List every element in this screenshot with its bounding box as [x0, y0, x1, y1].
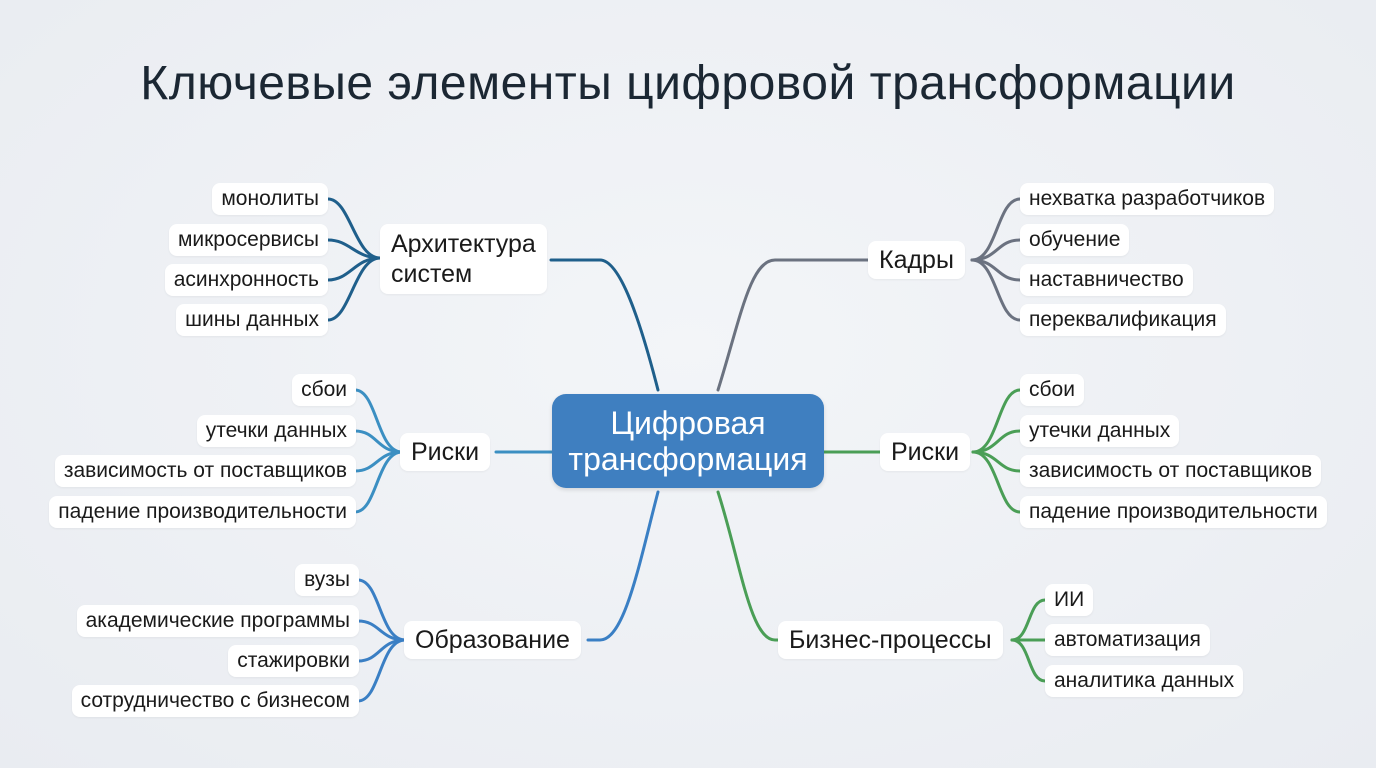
- branch-risks-left[interactable]: Риски: [400, 433, 491, 471]
- leaf-staff-4[interactable]: переквалификация: [1020, 304, 1226, 336]
- link-center-education: [586, 490, 660, 642]
- link-business-leaf-3: [1010, 638, 1047, 683]
- branch-risks-right[interactable]: Риски: [880, 433, 971, 471]
- links-education: [356, 490, 660, 703]
- center-node-line-1: Цифровая: [610, 405, 766, 441]
- branch-architecture-line-1: Архитектура: [391, 230, 536, 258]
- center-node-line-2: трансформация: [568, 441, 808, 477]
- leaf-business-2[interactable]: автоматизация: [1045, 624, 1210, 656]
- link-risks-left-leaf-4: [353, 450, 404, 514]
- leaf-risks-right-1[interactable]: сбои: [1020, 374, 1084, 406]
- leaf-architecture-2[interactable]: микросервисы: [168, 224, 328, 256]
- leaf-architecture-3[interactable]: асинхронность: [164, 264, 328, 296]
- branch-business[interactable]: Бизнес-процессы: [778, 621, 1003, 659]
- leaf-architecture-1[interactable]: монолиты: [212, 183, 328, 215]
- link-staff-leaf-4: [970, 258, 1022, 322]
- leaf-business-3[interactable]: аналитика данных: [1045, 665, 1244, 697]
- leaf-business-1[interactable]: ИИ: [1045, 584, 1094, 616]
- leaf-staff-1[interactable]: нехватка разработчиков: [1020, 183, 1275, 215]
- leaf-education-1[interactable]: вузы: [295, 564, 359, 596]
- leaf-risks-left-2[interactable]: утечки данных: [196, 415, 356, 447]
- leaf-risks-left-4[interactable]: падение производительности: [49, 496, 356, 528]
- leaf-staff-2[interactable]: обучение: [1020, 224, 1130, 256]
- leaf-education-4[interactable]: сотрудничество с бизнесом: [71, 685, 359, 717]
- center-node[interactable]: Цифровая трансформация: [552, 394, 824, 488]
- leaf-architecture-4[interactable]: шины данных: [176, 304, 328, 336]
- leaf-risks-right-3[interactable]: зависимость от поставщиков: [1020, 455, 1322, 487]
- leaf-risks-right-4[interactable]: падение производительности: [1020, 496, 1327, 528]
- links-business: [716, 490, 1047, 683]
- leaf-staff-3[interactable]: наставничество: [1020, 264, 1193, 296]
- links-risks-left: [353, 388, 554, 514]
- links-architecture: [326, 197, 660, 392]
- branch-education[interactable]: Образование: [404, 621, 581, 659]
- leaf-risks-left-3[interactable]: зависимость от поставщиков: [54, 455, 356, 487]
- leaf-education-2[interactable]: академические программы: [76, 605, 359, 637]
- branch-staff[interactable]: Кадры: [868, 241, 965, 279]
- leaf-risks-right-2[interactable]: утечки данных: [1020, 415, 1180, 447]
- link-center-staff: [716, 258, 870, 392]
- link-risks-right-leaf-4: [971, 450, 1022, 514]
- links-risks-right: [822, 388, 1022, 514]
- link-education-leaf-4: [356, 638, 407, 703]
- link-architecture-leaf-4: [326, 256, 382, 322]
- branch-architecture-line-2: систем: [391, 260, 473, 288]
- link-business-leaf-1: [1010, 598, 1047, 642]
- leaf-risks-left-1[interactable]: сбои: [292, 374, 356, 406]
- links-staff: [716, 197, 1022, 392]
- link-center-business: [716, 490, 782, 642]
- link-center-architecture: [549, 258, 660, 392]
- leaf-education-3[interactable]: стажировки: [228, 645, 359, 677]
- diagram-title: Ключевые элементы цифровой трансформации: [140, 57, 1236, 110]
- branch-architecture[interactable]: Архитектура систем: [380, 224, 547, 294]
